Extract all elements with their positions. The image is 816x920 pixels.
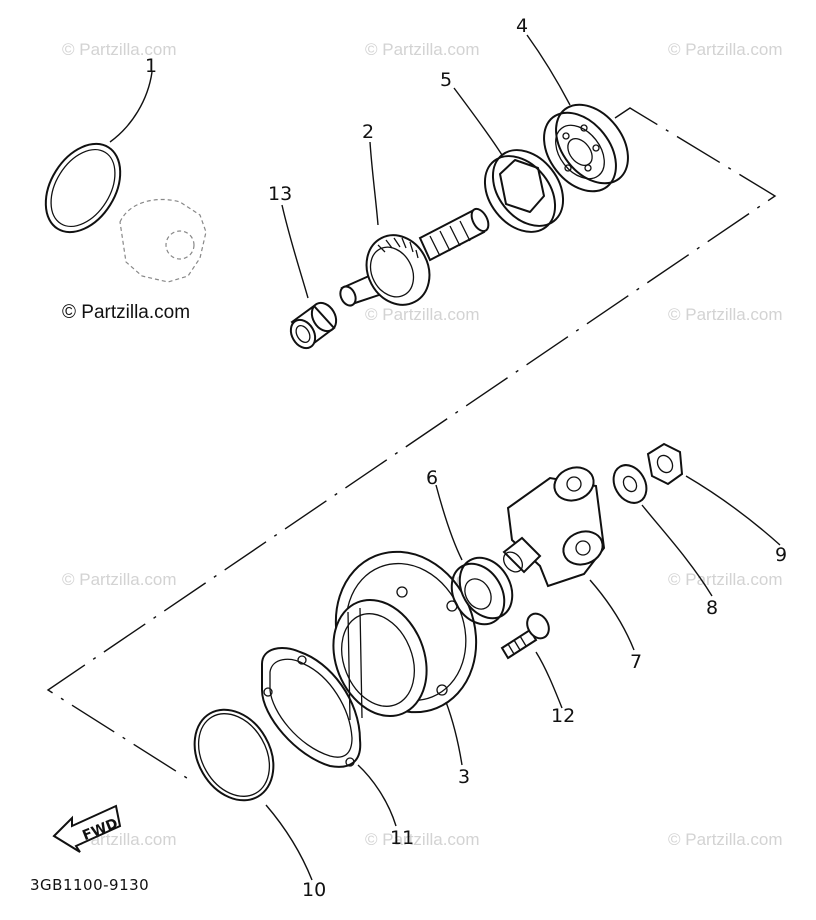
leader-5 — [453, 87, 503, 156]
watermark: © Partzilla.com — [668, 305, 783, 324]
watermark: © Partzilla.com — [668, 830, 783, 849]
leader-1 — [109, 71, 153, 143]
part-1-o-ring — [44, 142, 122, 234]
part-13-bush — [289, 301, 338, 350]
callout-8: 8 — [706, 597, 718, 619]
leader-11 — [357, 764, 397, 827]
callout-numbers: 1 2 3 4 5 6 7 8 9 10 11 12 13 — [145, 15, 787, 901]
watermark: © Partzilla.com — [365, 305, 480, 324]
callout-6: 6 — [426, 467, 438, 489]
leader-3 — [445, 701, 463, 766]
part-5-oil-seal — [483, 149, 565, 233]
callout-1: 1 — [145, 55, 157, 77]
leader-10 — [265, 804, 313, 881]
watermark: © Partzilla.com — [365, 830, 480, 849]
assembly-line — [46, 107, 777, 781]
callout-11: 11 — [390, 827, 414, 849]
part-8-washer — [612, 464, 648, 504]
part-4-bearing — [543, 103, 629, 193]
callout-2: 2 — [362, 121, 374, 143]
part-11-gasket — [261, 647, 362, 768]
callout-7: 7 — [630, 651, 642, 673]
leader-12 — [535, 651, 563, 709]
drawing-code: 3GB1100-9130 — [30, 876, 149, 894]
copyright-text: © Partzilla.com — [62, 302, 190, 323]
part-2-gear-shaft — [339, 207, 490, 307]
leader-13 — [281, 204, 309, 299]
part-12-bolt — [500, 612, 550, 660]
watermark: © Partzilla.com — [365, 40, 480, 59]
watermark: © Partzilla.com — [668, 40, 783, 59]
callout-12: 12 — [551, 705, 575, 727]
ghost-gear-outline — [119, 198, 207, 283]
leader-7 — [589, 579, 635, 651]
part-6-bearing — [450, 556, 514, 626]
callout-4: 4 — [516, 15, 528, 37]
leader-4 — [526, 34, 571, 106]
callout-10: 10 — [302, 879, 326, 901]
leader-lines — [109, 34, 781, 881]
callout-9: 9 — [775, 544, 787, 566]
leader-9 — [685, 475, 781, 546]
part-3-housing — [332, 550, 478, 721]
watermark: © Partzilla.com — [668, 570, 783, 589]
callout-13: 13 — [268, 183, 292, 205]
callout-3: 3 — [458, 766, 470, 788]
leader-2 — [369, 141, 379, 226]
watermark: © Partzilla.com — [62, 40, 177, 59]
part-7-yoke — [502, 466, 606, 588]
leader-8 — [641, 504, 713, 597]
callout-5: 5 — [440, 69, 452, 91]
watermark-layer: © Partzilla.com © Partzilla.com © Partzi… — [62, 40, 783, 849]
part-9-nut — [646, 442, 684, 486]
leader-6 — [435, 484, 463, 561]
watermark: © Partzilla.com — [62, 570, 177, 589]
part-10-o-ring — [193, 708, 275, 802]
